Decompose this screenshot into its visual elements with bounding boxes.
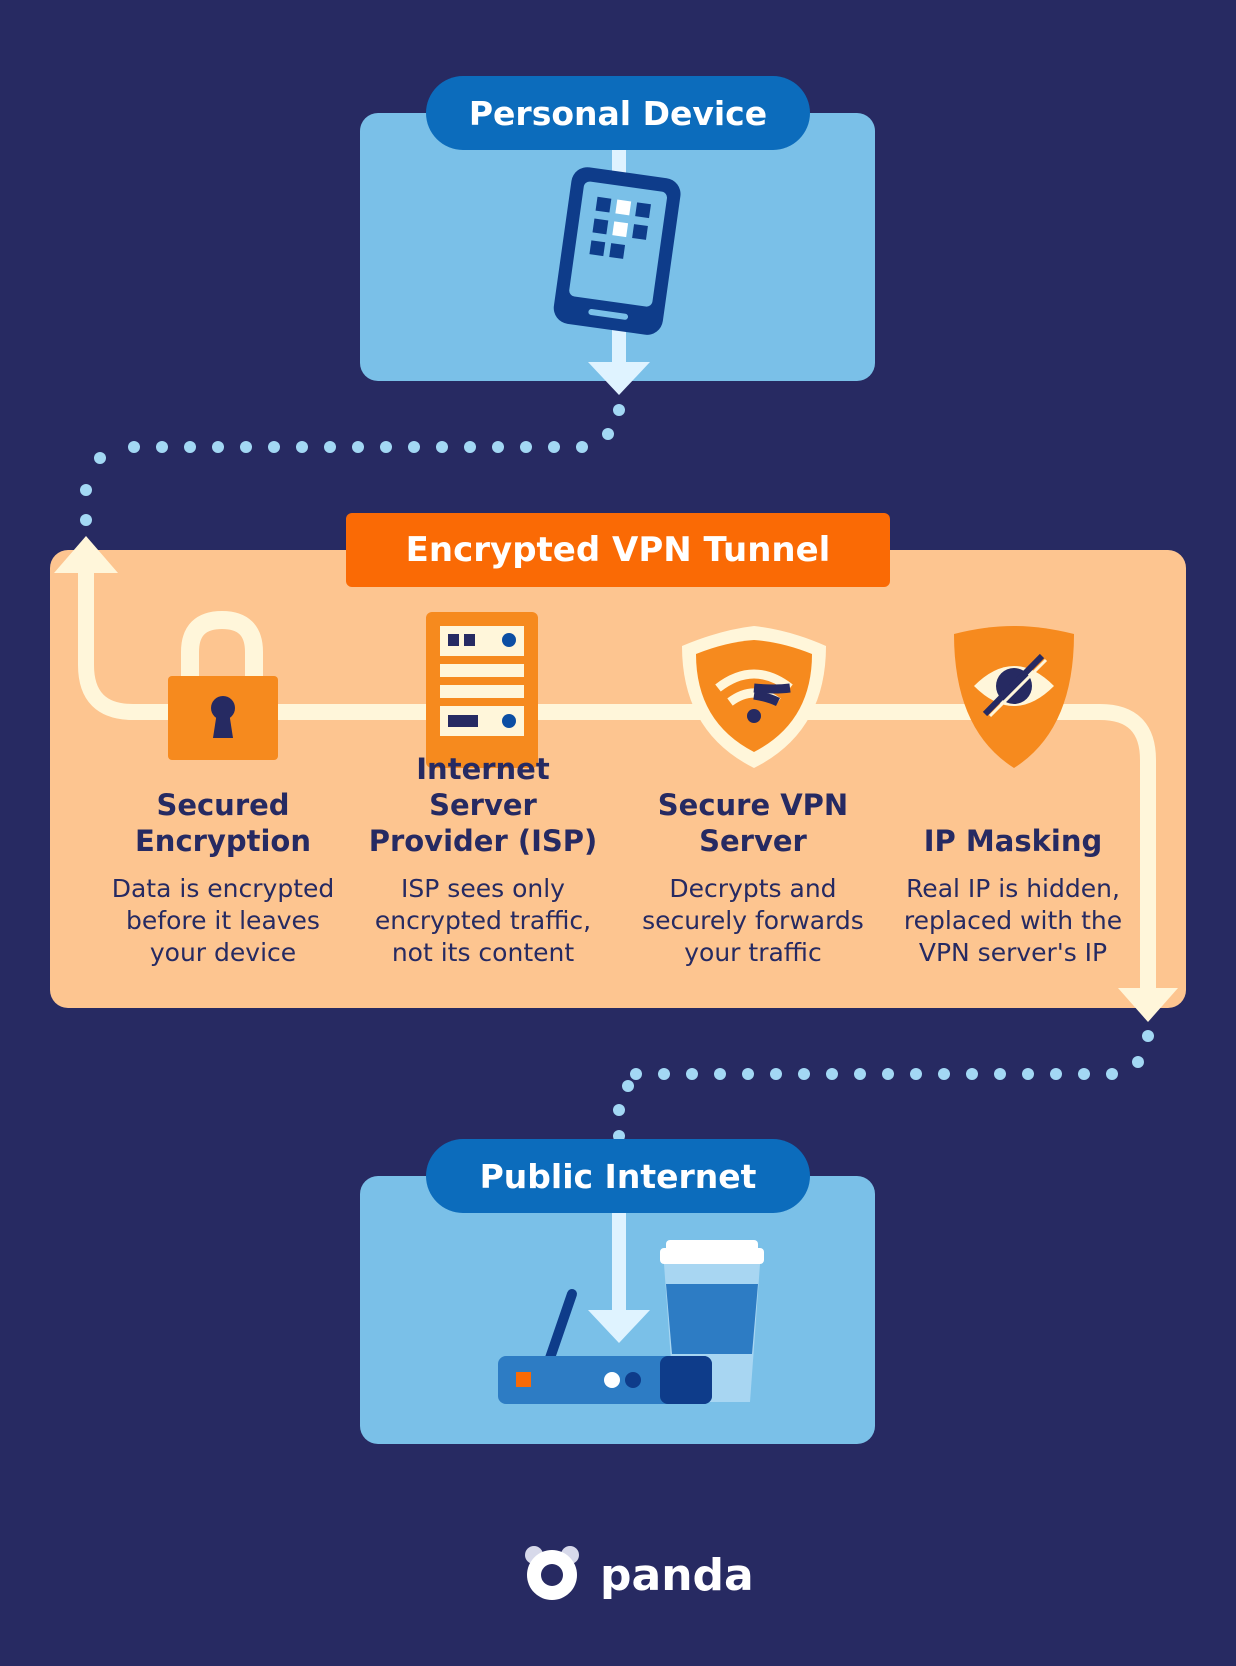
node-personal-device: Personal Device <box>426 76 810 150</box>
coffee-cup-icon <box>660 1240 764 1402</box>
tunnel-item-desc: Data is encrypted before it leaves your … <box>111 874 335 967</box>
tunnel-flow-path <box>78 565 1156 990</box>
tunnel-item-desc: ISP sees only encrypted traffic, not its… <box>374 874 592 967</box>
node-public-internet: Public Internet <box>426 1139 810 1213</box>
dotted-path-top <box>80 404 625 526</box>
tunnel-up-arrow <box>54 536 118 573</box>
brand-logo: panda <box>520 1545 754 1605</box>
dotted-path-bottom <box>613 1030 1154 1142</box>
tunnel-item-vpn-server: Secure VPN Server Decrypts and securely … <box>628 785 878 969</box>
tunnel-item-title: Secure VPN Server <box>657 788 849 858</box>
node-vpn-tunnel: Encrypted VPN Tunnel <box>346 513 890 587</box>
tunnel-item-ip-masking: IP Masking Real IP is hidden, replaced w… <box>888 785 1138 969</box>
logo-spacer <box>520 1545 590 1605</box>
tunnel-down-arrow <box>1118 988 1178 1022</box>
tunnel-item-isp: Internet Server Provider (ISP) ISP sees … <box>358 752 608 969</box>
wifi-router-icon <box>498 1289 712 1404</box>
tunnel-item-desc: Real IP is hidden, replaced with the VPN… <box>903 874 1123 967</box>
tunnel-item-title: Secured Encryption <box>135 788 311 858</box>
wifi-shield-icon <box>682 626 826 768</box>
vpn-tunnel-panel <box>50 550 1186 1008</box>
tunnel-item-desc: Decrypts and securely forwards your traf… <box>642 874 864 967</box>
brand-wordmark: panda <box>600 1549 754 1601</box>
hidden-eye-shield-icon <box>954 626 1074 768</box>
tunnel-item-title: IP Masking <box>923 824 1103 858</box>
tunnel-item-title: Internet Server Provider (ISP) <box>368 752 598 858</box>
smartphone-icon <box>553 167 681 335</box>
tunnel-item-encryption: Secured Encryption Data is encrypted bef… <box>98 785 348 969</box>
panda-logo-icon <box>525 1546 579 1600</box>
server-rack-icon <box>426 612 538 768</box>
padlock-icon <box>168 610 278 760</box>
internet-down-arrow <box>588 1210 650 1343</box>
